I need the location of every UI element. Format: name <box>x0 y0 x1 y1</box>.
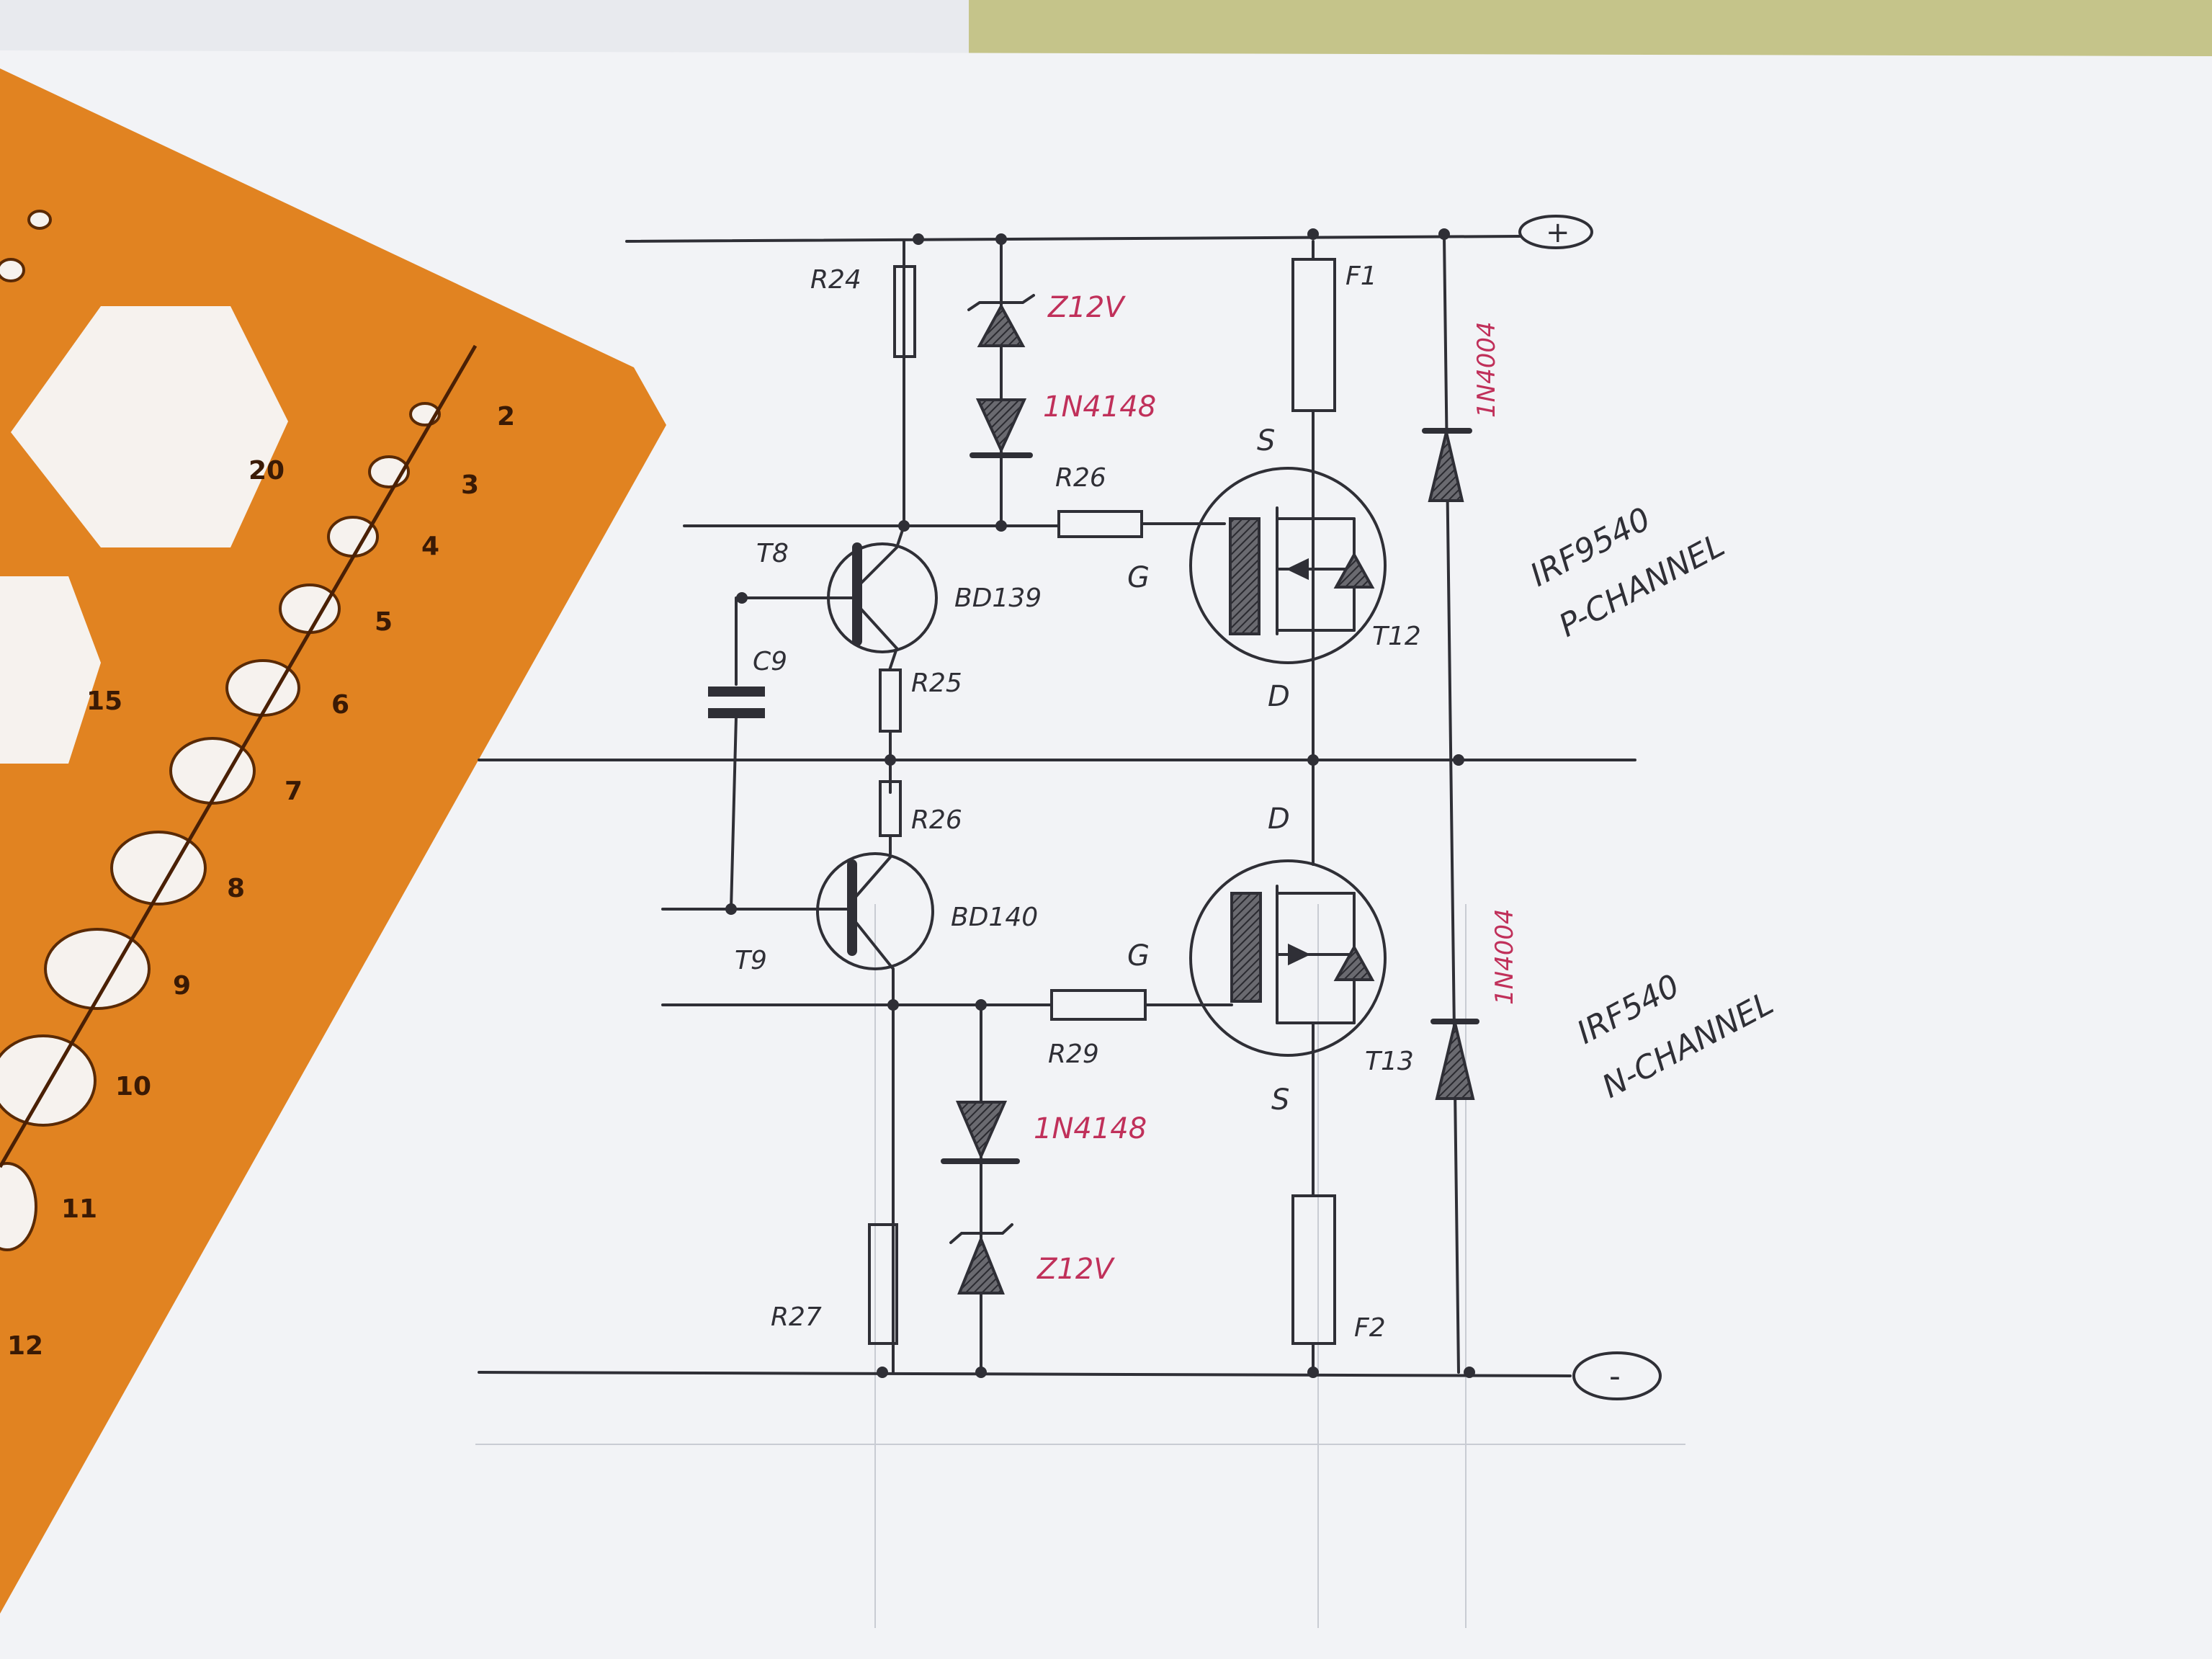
label-bd140: BD140 <box>951 903 1038 932</box>
pin-d-bottom: D <box>1268 802 1290 836</box>
svg-text:4: 4 <box>421 532 439 561</box>
stencil-hole <box>27 210 52 230</box>
negative-rail <box>478 1371 1572 1377</box>
svg-text:20: 20 <box>248 456 285 486</box>
stencil-hole <box>279 583 341 634</box>
top-left-paper <box>0 0 972 61</box>
svg-text:3: 3 <box>461 470 479 500</box>
svg-text:10: 10 <box>115 1072 151 1101</box>
schematic <box>478 215 1662 1400</box>
resistor-r24 <box>893 265 916 358</box>
positive-rail <box>625 235 1521 243</box>
stencil-hole <box>0 1034 97 1127</box>
diode-right-bottom-symbol <box>1435 1022 1475 1100</box>
svg-text:5: 5 <box>375 607 393 637</box>
label-r26-bottom: R26 <box>911 805 962 835</box>
label-r24: R24 <box>810 265 861 295</box>
circle-template-stencil: 2 3 4 5 6 7 8 9 10 11 12 15 20 <box>0 68 666 1614</box>
label-r27: R27 <box>771 1302 822 1332</box>
label-t12: T12 <box>1372 622 1421 651</box>
label-zener-top: Z12V <box>1047 291 1126 324</box>
pin-g-top: G <box>1127 561 1150 594</box>
svg-text:11: 11 <box>61 1194 97 1224</box>
zener-top-symbol <box>977 303 1026 347</box>
label-zener-bottom: Z12V <box>1036 1253 1115 1286</box>
label-bd139: BD139 <box>954 583 1042 613</box>
mosfet-t12 <box>1189 467 1387 664</box>
svg-text:2: 2 <box>497 402 515 431</box>
stencil-hole <box>0 1162 37 1251</box>
stencil-hole <box>327 516 379 558</box>
label-t9: T9 <box>735 946 767 975</box>
transistor-t9 <box>816 852 934 970</box>
pin-s-bottom: S <box>1271 1083 1289 1117</box>
pin-d-top: D <box>1268 680 1290 713</box>
terminal-minus-label: - <box>1609 1358 1621 1395</box>
label-diode-top: 1N4148 <box>1043 390 1156 424</box>
stencil-hole <box>44 928 151 1010</box>
terminal-plus <box>1518 215 1593 249</box>
label-diode-bottom: 1N4148 <box>1034 1112 1147 1145</box>
pin-g-bottom: G <box>1127 939 1150 972</box>
zener-bottom-symbol <box>957 1235 1005 1294</box>
stencil-hexagon-large <box>11 306 288 547</box>
label-f2: F2 <box>1354 1313 1386 1343</box>
label-diode-right-bottom: 1N4004 <box>1490 908 1519 1005</box>
label-diode-right-top: 1N4004 <box>1472 321 1501 418</box>
svg-text:9: 9 <box>173 971 191 1001</box>
stencil-hole <box>0 258 25 282</box>
diode-top-symbol <box>975 398 1027 454</box>
svg-text:7: 7 <box>285 777 303 806</box>
label-r29: R29 <box>1048 1039 1099 1069</box>
resistor-r27 <box>868 1223 898 1345</box>
svg-text:8: 8 <box>227 874 245 903</box>
label-f1: F1 <box>1345 261 1377 291</box>
terminal-minus <box>1572 1351 1662 1400</box>
label-t8: T8 <box>756 539 789 568</box>
svg-text:12: 12 <box>7 1331 43 1361</box>
label-r25: R25 <box>911 668 962 698</box>
junction-dots <box>725 228 1475 1378</box>
mosfet-t13 <box>1189 859 1387 1057</box>
label-r26-top: R26 <box>1055 463 1106 493</box>
diode-bottom-symbol <box>955 1101 1008 1161</box>
stencil-hexagon-small <box>0 576 101 764</box>
svg-text:6: 6 <box>331 690 349 720</box>
top-right-scrap <box>969 0 2212 61</box>
pin-s-top: S <box>1257 424 1275 457</box>
capacitor-c9-plate-top <box>708 687 765 697</box>
label-t13: T13 <box>1365 1047 1414 1076</box>
label-c9: C9 <box>753 647 787 676</box>
terminal-plus-label: + <box>1546 216 1570 249</box>
diode-right-top-symbol <box>1428 431 1464 502</box>
svg-text:15: 15 <box>86 687 122 716</box>
